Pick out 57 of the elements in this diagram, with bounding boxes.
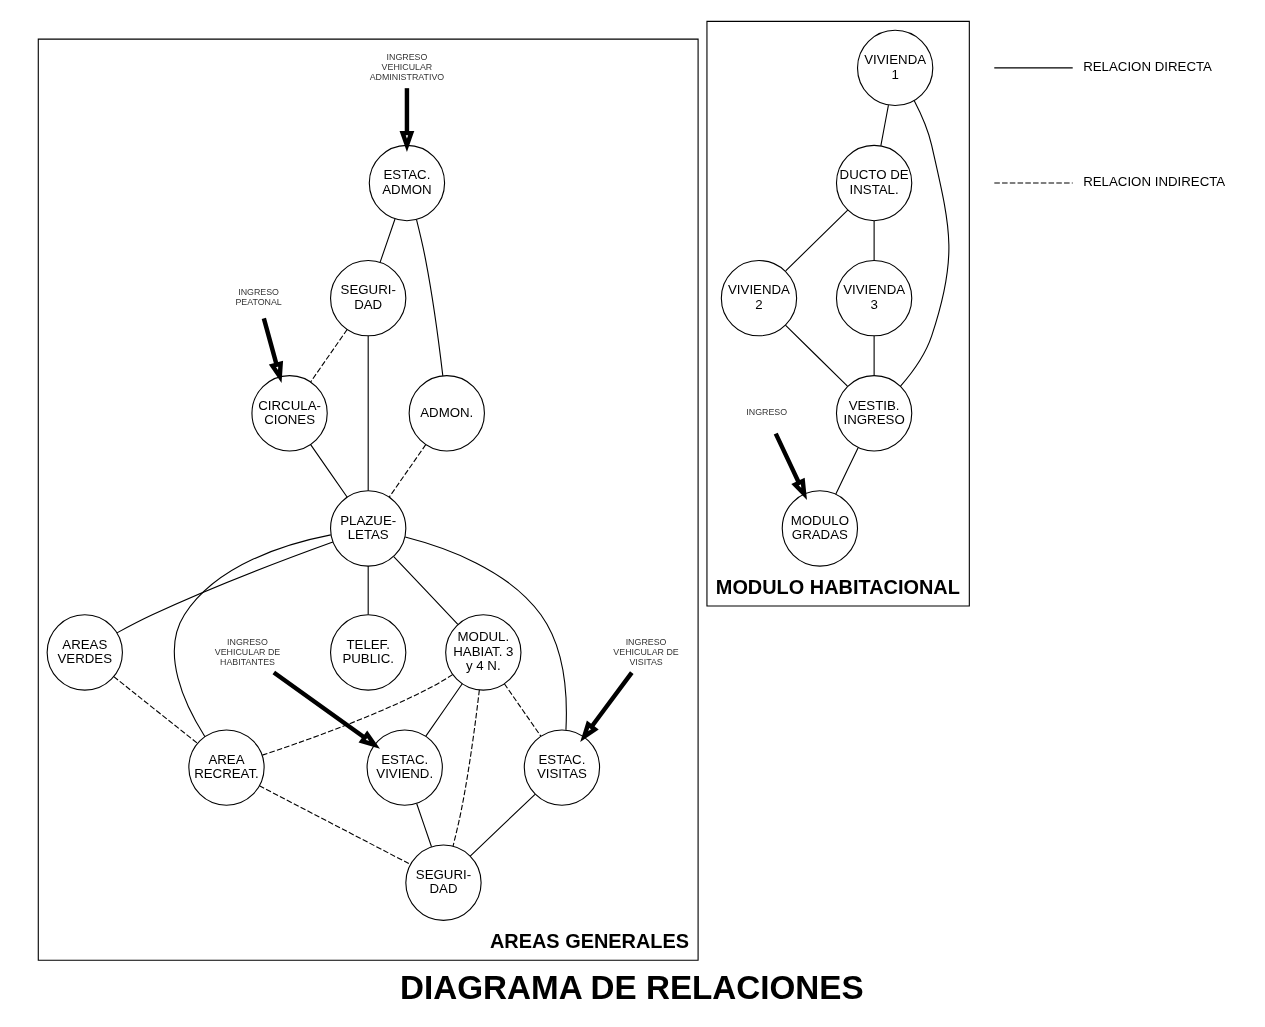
node-circle: VESTIB. INGRESO (835, 375, 913, 452)
arrow (272, 670, 380, 749)
connector (367, 565, 369, 615)
connector (393, 556, 459, 625)
connector (880, 104, 889, 147)
connector (113, 676, 199, 744)
node-text: INGRESO VEHICULAR DE HABITANTES (214, 636, 281, 667)
connector (404, 536, 567, 731)
node-circle: VIVIENDA 1 (856, 29, 934, 107)
node-circle: VIVIENDA 2 (720, 260, 798, 337)
connector (258, 785, 411, 865)
connector (452, 689, 480, 847)
connector (310, 329, 348, 383)
connector (379, 218, 396, 263)
connector (900, 100, 950, 387)
connector (469, 793, 536, 857)
node-circle: MODULO GRADAS (781, 490, 859, 567)
connector (388, 444, 427, 498)
arrow (261, 317, 284, 383)
node-text: INGRESO (746, 407, 788, 418)
node-circle: SEGURI- DAD (405, 844, 482, 921)
connector (416, 802, 433, 848)
node-circle: VIVIENDA 3 (835, 260, 913, 337)
node-circle: MODUL. HABIAT. 3 y 4 N. (445, 614, 522, 691)
node-circle: TELEF. PUBLIC. (330, 614, 407, 691)
connector (310, 444, 348, 498)
arrow (773, 432, 807, 500)
connector (415, 219, 444, 377)
connector (784, 324, 848, 387)
connector (873, 220, 875, 261)
node-circle: PLAZUE- LETAS (330, 490, 407, 567)
connector (785, 209, 849, 272)
node-circle: DUCTO DE INSTAL. (835, 144, 913, 222)
node-circle: ESTAC. VIVIEND. (366, 729, 443, 806)
connector (261, 674, 454, 756)
node-text: INGRESO VEHICULAR DE VISITAS (613, 636, 679, 667)
diagram-title: DIAGRAMA DE RELACIONES (400, 968, 864, 1006)
legend-label: RELACION INDIRECTA (1083, 174, 1226, 190)
arrow (399, 88, 415, 152)
legend-label: RELACION DIRECTA (1083, 59, 1212, 75)
node-text: INGRESO VEHICULAR ADMINISTRATIVO (369, 52, 445, 82)
node-circle: ESTAC. ADMON (368, 144, 446, 222)
node-circle: CIRCULA- CIONES (251, 375, 328, 452)
node-circle: ESTAC. VISITAS (523, 729, 601, 806)
connector (425, 683, 463, 737)
node-circle: AREA RECREAT. (188, 729, 265, 806)
node-circle: AREAS VERDES (46, 614, 123, 691)
connector (503, 683, 542, 737)
connector (873, 335, 875, 376)
node-circle: SEGURI- DAD (330, 260, 407, 337)
connector (835, 447, 859, 495)
connector (367, 335, 369, 492)
arrow (580, 671, 634, 742)
node-text: INGRESO PEATONAL (235, 287, 282, 308)
connector (116, 541, 334, 634)
node-circle: ADMON. (408, 375, 485, 452)
connector (173, 534, 332, 738)
